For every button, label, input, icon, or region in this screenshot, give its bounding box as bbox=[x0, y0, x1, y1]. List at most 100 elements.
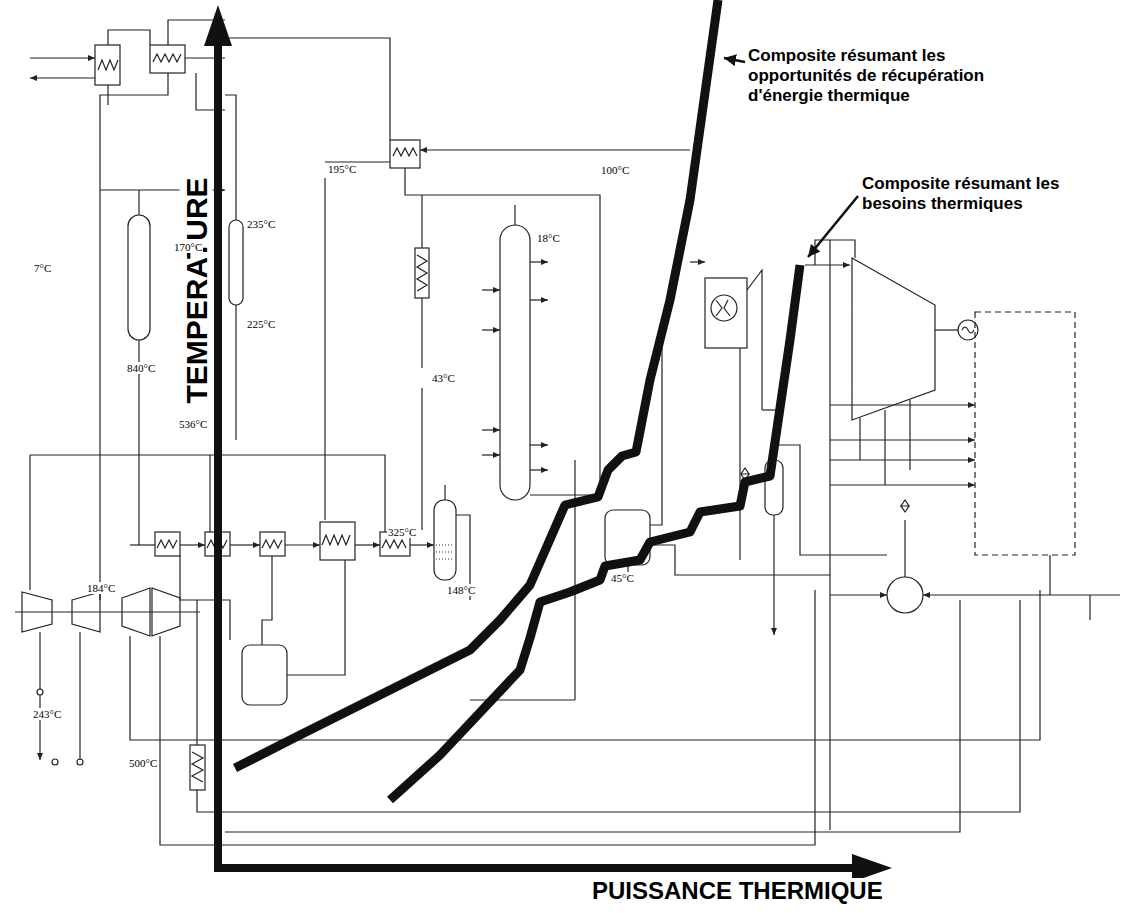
hot-composite-curve bbox=[235, 0, 718, 768]
drawing-path bbox=[815, 240, 855, 265]
drawing-path bbox=[482, 329, 500, 330]
drawing-path bbox=[436, 544, 454, 545]
drawing-path bbox=[262, 556, 272, 645]
drawing-path bbox=[30, 77, 95, 78]
drawing-path bbox=[904, 520, 905, 577]
drawing-path bbox=[393, 148, 417, 156]
temperature-label: 184°C bbox=[86, 582, 116, 594]
drawing-path bbox=[138, 190, 139, 215]
drawing-circle bbox=[711, 295, 737, 321]
drawing-polygon bbox=[852, 258, 935, 420]
drawing-path bbox=[690, 261, 705, 262]
drawing-path bbox=[98, 60, 118, 70]
axis-label: PUISSANCE THERMIQUE bbox=[590, 878, 885, 904]
drawing-path bbox=[650, 545, 830, 575]
drawing-polygon bbox=[122, 588, 150, 636]
drawing-circle bbox=[37, 689, 43, 695]
temperature-label: 235°C bbox=[246, 218, 276, 230]
temperature-label: 325°C bbox=[387, 526, 417, 538]
drawing-polygon bbox=[204, 5, 232, 46]
temperature-label: 43°C bbox=[431, 372, 456, 384]
axes bbox=[204, 5, 892, 882]
drawing-path bbox=[530, 469, 548, 470]
drawing-path bbox=[530, 444, 548, 445]
temperature-label: 148°C bbox=[446, 584, 476, 596]
drawing-path bbox=[130, 544, 155, 545]
drawing-path bbox=[39, 695, 40, 760]
drawing-path bbox=[830, 404, 975, 405]
drawing-path bbox=[620, 149, 690, 150]
temperature-label: 225°C bbox=[246, 318, 276, 330]
callout-label: Composite résumant les opportunités de r… bbox=[748, 46, 1038, 106]
drawing-rect bbox=[242, 645, 287, 705]
drawing-path bbox=[530, 299, 548, 300]
drawing-path bbox=[436, 551, 454, 552]
drawing-path bbox=[830, 594, 887, 595]
drawing-path bbox=[444, 485, 445, 500]
drawing-path bbox=[157, 540, 177, 548]
process-flowsheet bbox=[15, 20, 1120, 845]
drawing-path bbox=[209, 455, 210, 532]
cold-composite-curve bbox=[390, 265, 800, 800]
drawing-path bbox=[405, 168, 600, 495]
drawing-path bbox=[436, 558, 454, 559]
drawing-path bbox=[196, 600, 197, 745]
drawing-path bbox=[830, 439, 975, 440]
drawing-path bbox=[285, 544, 320, 545]
drawing-path bbox=[417, 255, 427, 291]
drawing-path bbox=[830, 459, 975, 460]
drawing-rect bbox=[500, 225, 530, 500]
drawing-rect bbox=[95, 45, 120, 85]
composite-curves bbox=[235, 0, 800, 800]
drawing-path bbox=[482, 429, 500, 430]
drawing-rect bbox=[390, 140, 420, 168]
drawing-rect bbox=[705, 278, 747, 348]
drawing-path bbox=[225, 38, 390, 140]
drawing-path bbox=[1089, 595, 1090, 620]
temperature-label: 7°C bbox=[33, 262, 52, 274]
drawing-path bbox=[901, 500, 909, 512]
temperature-label: 170°C bbox=[173, 241, 203, 253]
drawing-rect bbox=[229, 220, 243, 305]
drawing-polygon bbox=[152, 588, 180, 636]
drawing-rect bbox=[415, 248, 429, 298]
drawing-path bbox=[197, 600, 1020, 812]
axis-label: TEMPERATURE bbox=[180, 175, 213, 405]
drawing-path bbox=[859, 418, 860, 460]
drawing-path bbox=[100, 73, 168, 190]
drawing-path bbox=[79, 632, 80, 760]
drawing-path bbox=[355, 544, 380, 545]
drawing-rect bbox=[260, 532, 285, 556]
drawing-rect bbox=[128, 215, 150, 340]
temperature-label: 536°C bbox=[178, 418, 208, 430]
drawing-path bbox=[962, 327, 974, 333]
drawing-path bbox=[482, 454, 500, 455]
drawing-path bbox=[153, 54, 181, 62]
temperature-label: 243°C bbox=[32, 708, 62, 720]
drawing-rect bbox=[434, 500, 456, 580]
drawing-rect bbox=[975, 312, 1075, 555]
drawing-path bbox=[39, 632, 40, 690]
drawing-path bbox=[99, 190, 100, 600]
drawing-path bbox=[808, 196, 858, 257]
drawing-path bbox=[774, 445, 887, 555]
drawing-path bbox=[421, 298, 422, 368]
drawing-path bbox=[514, 205, 515, 225]
drawing-rect bbox=[190, 745, 205, 790]
drawing-path bbox=[739, 348, 740, 560]
drawing-path bbox=[482, 289, 500, 290]
drawing-path bbox=[421, 388, 422, 530]
drawing-path bbox=[1049, 555, 1050, 595]
temperature-label: 45°C bbox=[610, 572, 635, 584]
temperature-label: 500°C bbox=[128, 757, 158, 769]
drawing-path bbox=[230, 544, 260, 545]
drawing-path bbox=[421, 195, 422, 248]
drawing-path bbox=[884, 410, 885, 485]
drawing-path bbox=[30, 57, 95, 58]
temperature-label: 18°C bbox=[536, 232, 561, 244]
drawing-path bbox=[410, 544, 434, 545]
drawing-path bbox=[830, 484, 975, 485]
drawing-path bbox=[15, 611, 200, 612]
drawing-path bbox=[935, 329, 958, 330]
